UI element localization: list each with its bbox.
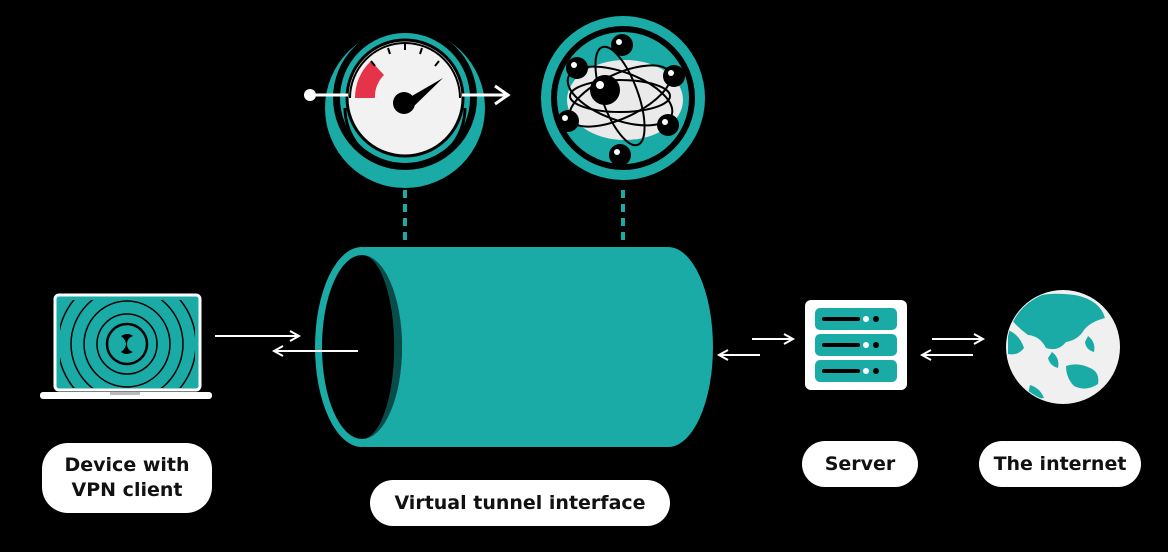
globe-icon xyxy=(1006,290,1120,404)
arrows-server-internet xyxy=(919,333,986,361)
vpn-logo-icon xyxy=(121,334,133,354)
server-label-text: Server xyxy=(824,452,896,475)
tunnel-label: Virtual tunnel interface xyxy=(370,480,670,526)
speedometer-icon xyxy=(304,26,511,188)
tunnel-label-text: Virtual tunnel interface xyxy=(394,491,646,514)
server-label: Server xyxy=(802,441,918,487)
internet-label: The internet xyxy=(979,441,1141,487)
device-label-line2: VPN client xyxy=(71,479,183,501)
network-sphere-icon xyxy=(541,16,705,180)
device-label: Device with VPN client xyxy=(42,443,212,513)
internet-label-text: The internet xyxy=(993,452,1127,475)
device-label-line1: Device with xyxy=(64,454,190,476)
arrows-tunnel-server xyxy=(716,333,796,361)
laptop-icon xyxy=(40,293,212,399)
tunnel-cylinder xyxy=(315,247,713,447)
arrows-laptop-tunnel xyxy=(215,330,358,357)
server-icon xyxy=(805,300,907,390)
